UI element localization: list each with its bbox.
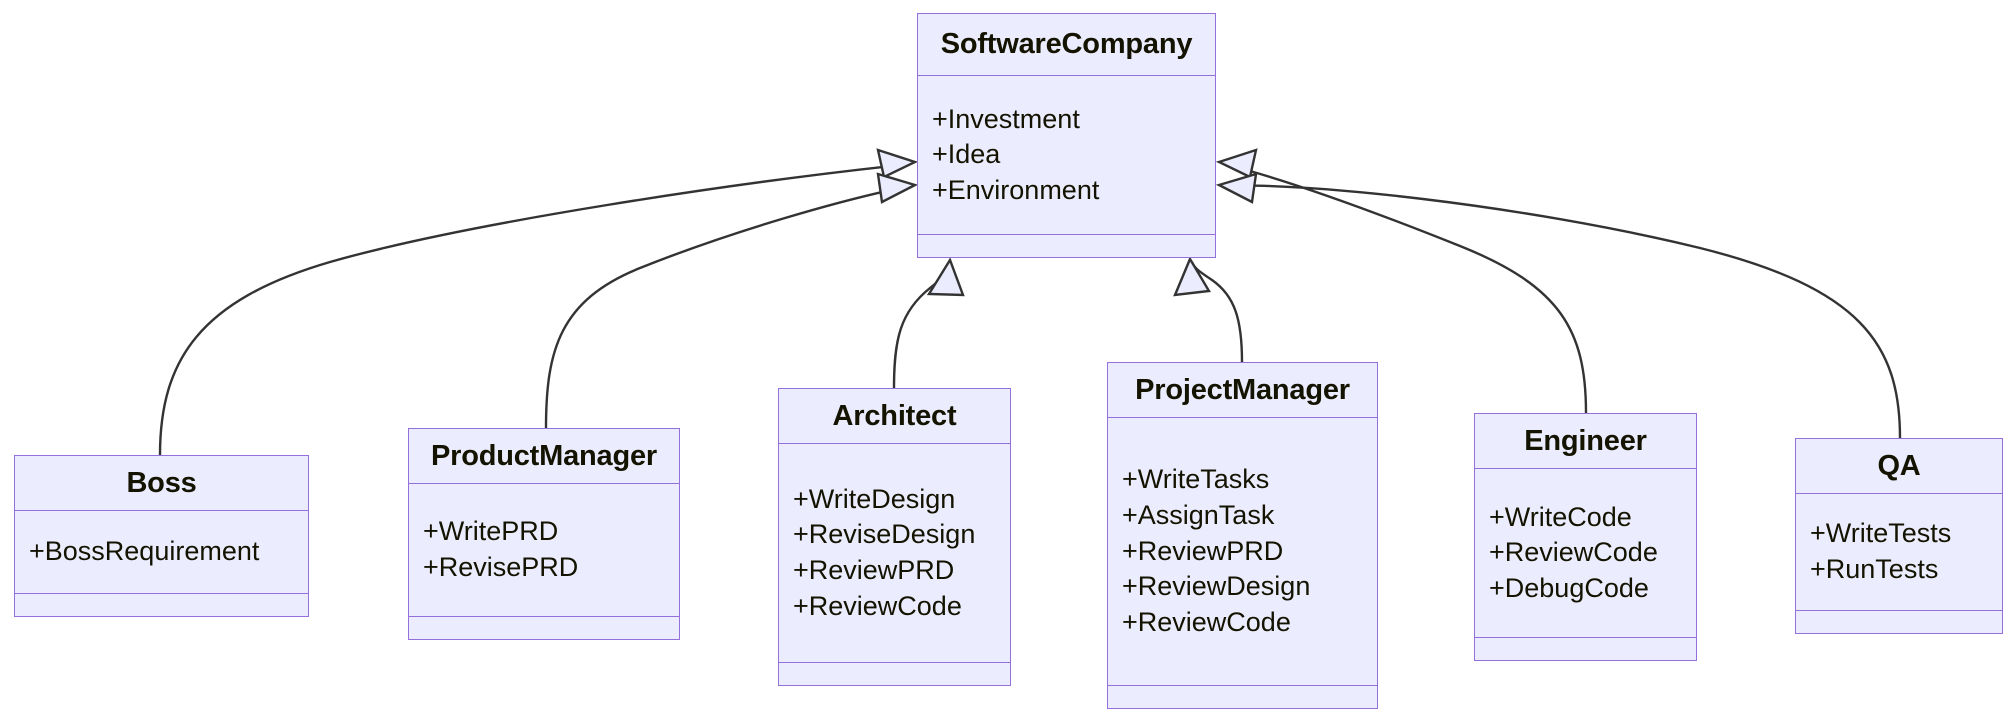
class-member: +WriteDesign xyxy=(793,483,956,514)
arrowhead-qa xyxy=(1215,172,1258,204)
class-title-row-architect: Architect xyxy=(779,389,1010,444)
edge-architect-to-softwarecompany xyxy=(892,263,951,389)
class-member: +ReviewPRD xyxy=(793,555,955,585)
class-member: +WriteTasks xyxy=(1122,464,1270,495)
class-member: +ReviewCode xyxy=(793,590,962,621)
class-attributes-architect: +WriteDesign +ReviseDesign +ReviewPRD +R… xyxy=(779,444,1010,663)
class-node-engineer[interactable]: Engineer +WriteCode +ReviewCode +DebugCo… xyxy=(1474,413,1697,661)
class-methods-architect xyxy=(779,663,1010,685)
class-title-row-boss: Boss xyxy=(15,456,308,511)
class-member: +ReviewCode xyxy=(1489,537,1658,568)
class-node-qa[interactable]: QA +WriteTests +RunTests xyxy=(1795,438,2003,634)
class-title-row-software-company: SoftwareCompany xyxy=(918,14,1215,76)
class-title-row-qa: QA xyxy=(1796,439,2002,494)
class-member: +AssignTask xyxy=(1122,500,1275,531)
class-methods-engineer xyxy=(1475,638,1696,660)
class-name-software-company: SoftwareCompany xyxy=(940,28,1193,60)
class-member: +Investment xyxy=(932,103,1080,134)
class-methods-boss xyxy=(15,594,308,616)
class-title-row-engineer: Engineer xyxy=(1475,414,1696,469)
class-member: +WriteTests xyxy=(1810,518,1952,549)
class-node-architect[interactable]: Architect +WriteDesign +ReviseDesign +Re… xyxy=(778,388,1011,686)
class-member: +Environment xyxy=(932,174,1100,205)
arrowhead-projectmanager xyxy=(1173,256,1211,297)
class-attributes-project-manager: +WriteTasks +AssignTask +ReviewPRD +Revi… xyxy=(1108,418,1377,686)
class-node-software-company[interactable]: SoftwareCompany +Investment +Idea +Envir… xyxy=(917,13,1216,258)
class-attributes-qa: +WriteTests +RunTests xyxy=(1796,494,2002,611)
class-title-row-product-manager: ProductManager xyxy=(409,429,679,484)
class-member: +BossRequirement xyxy=(29,536,260,567)
class-attributes-boss: +BossRequirement xyxy=(15,511,308,594)
class-member: +WritePRD xyxy=(423,516,559,547)
arrowhead-boss xyxy=(876,148,919,179)
class-node-project-manager[interactable]: ProjectManager +WriteTasks +AssignTask +… xyxy=(1107,362,1378,709)
class-node-product-manager[interactable]: ProductManager +WritePRD +RevisePRD xyxy=(408,428,680,640)
class-methods-software-company xyxy=(918,235,1215,257)
class-member: +Idea xyxy=(932,139,1001,170)
class-member: +ReviewCode xyxy=(1122,606,1291,637)
class-member: +ReviewPRD xyxy=(1122,535,1284,566)
class-member: +ReviseDesign xyxy=(793,519,976,550)
class-member: +RunTests xyxy=(1810,554,1939,584)
class-name-boss: Boss xyxy=(126,466,197,499)
class-methods-project-manager xyxy=(1108,686,1377,708)
class-attributes-software-company: +Investment +Idea +Environment xyxy=(918,76,1215,235)
class-methods-product-manager xyxy=(409,617,679,639)
class-node-boss[interactable]: Boss +BossRequirement xyxy=(14,455,309,617)
class-name-engineer: Engineer xyxy=(1524,424,1647,457)
class-member: +WriteCode xyxy=(1489,501,1632,532)
class-attributes-engineer: +WriteCode +ReviewCode +DebugCode xyxy=(1475,469,1696,638)
arrowhead-engineer xyxy=(1215,148,1258,179)
class-methods-qa xyxy=(1796,611,2002,633)
class-member: +ReviewDesign xyxy=(1122,571,1311,602)
class-attributes-product-manager: +WritePRD +RevisePRD xyxy=(409,484,679,617)
class-name-product-manager: ProductManager xyxy=(430,439,657,472)
class-name-architect: Architect xyxy=(832,399,957,432)
arrowhead-productmanager xyxy=(876,172,919,204)
class-member: +RevisePRD xyxy=(423,552,579,582)
edge-projectmanager-to-softwarecompany xyxy=(1190,261,1244,363)
class-title-row-project-manager: ProjectManager xyxy=(1108,363,1377,418)
class-name-project-manager: ProjectManager xyxy=(1135,373,1350,406)
class-member: +DebugCode xyxy=(1489,572,1649,603)
arrowhead-architect xyxy=(926,257,965,297)
class-name-qa: QA xyxy=(1877,449,1921,482)
